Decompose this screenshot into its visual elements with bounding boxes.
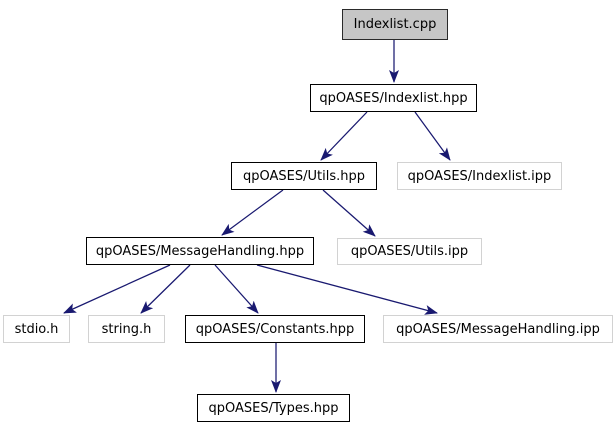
graph-node-utils-hpp[interactable]: qpOASES/Utils.hpp [231, 162, 377, 190]
graph-node-indexlist-hpp[interactable]: qpOASES/Indexlist.hpp [310, 84, 477, 112]
graph-node-messagehandling-ipp: qpOASES/MessageHandling.ipp [383, 315, 613, 343]
edge-messagehandling-hpp-to-constants-hpp [214, 264, 259, 314]
graph-node-stdio-h: stdio.h [3, 315, 70, 343]
graph-node-indexlist-cpp: Indexlist.cpp [342, 9, 448, 40]
edge-indexlist-hpp-to-indexlist-ipp [414, 111, 451, 161]
edge-messagehandling-hpp-to-stdio-h [63, 264, 171, 314]
node-label: qpOASES/Types.hpp [208, 400, 339, 416]
node-label: qpOASES/MessageHandling.hpp [95, 243, 305, 259]
graph-node-types-hpp[interactable]: qpOASES/Types.hpp [197, 394, 350, 422]
graph-node-indexlist-ipp: qpOASES/Indexlist.ipp [397, 162, 562, 190]
graph-node-string-h: string.h [88, 315, 165, 343]
edge-messagehandling-hpp-to-string-h [140, 264, 191, 314]
node-label: qpOASES/Constants.hpp [195, 321, 355, 337]
node-label: qpOASES/Indexlist.hpp [319, 90, 468, 106]
edge-messagehandling-hpp-to-messagehandling-ipp [256, 264, 438, 315]
graph-node-messagehandling-hpp[interactable]: qpOASES/MessageHandling.hpp [86, 237, 314, 265]
node-label: Indexlist.cpp [353, 17, 437, 32]
edge-indexlist-hpp-to-utils-hpp [320, 111, 368, 161]
node-label: qpOASES/MessageHandling.ipp [396, 321, 600, 337]
edge-utils-hpp-to-utils-ipp [322, 189, 376, 237]
node-label: qpOASES/Utils.hpp [243, 168, 365, 184]
node-label: qpOASES/Utils.ipp [350, 244, 469, 259]
node-label: string.h [101, 321, 152, 337]
graph-node-utils-ipp: qpOASES/Utils.ipp [337, 238, 482, 265]
node-label: qpOASES/Indexlist.ipp [407, 168, 552, 184]
graph-node-constants-hpp[interactable]: qpOASES/Constants.hpp [185, 315, 365, 343]
edge-utils-hpp-to-messagehandling-hpp [221, 189, 284, 236]
node-label: stdio.h [14, 321, 59, 337]
